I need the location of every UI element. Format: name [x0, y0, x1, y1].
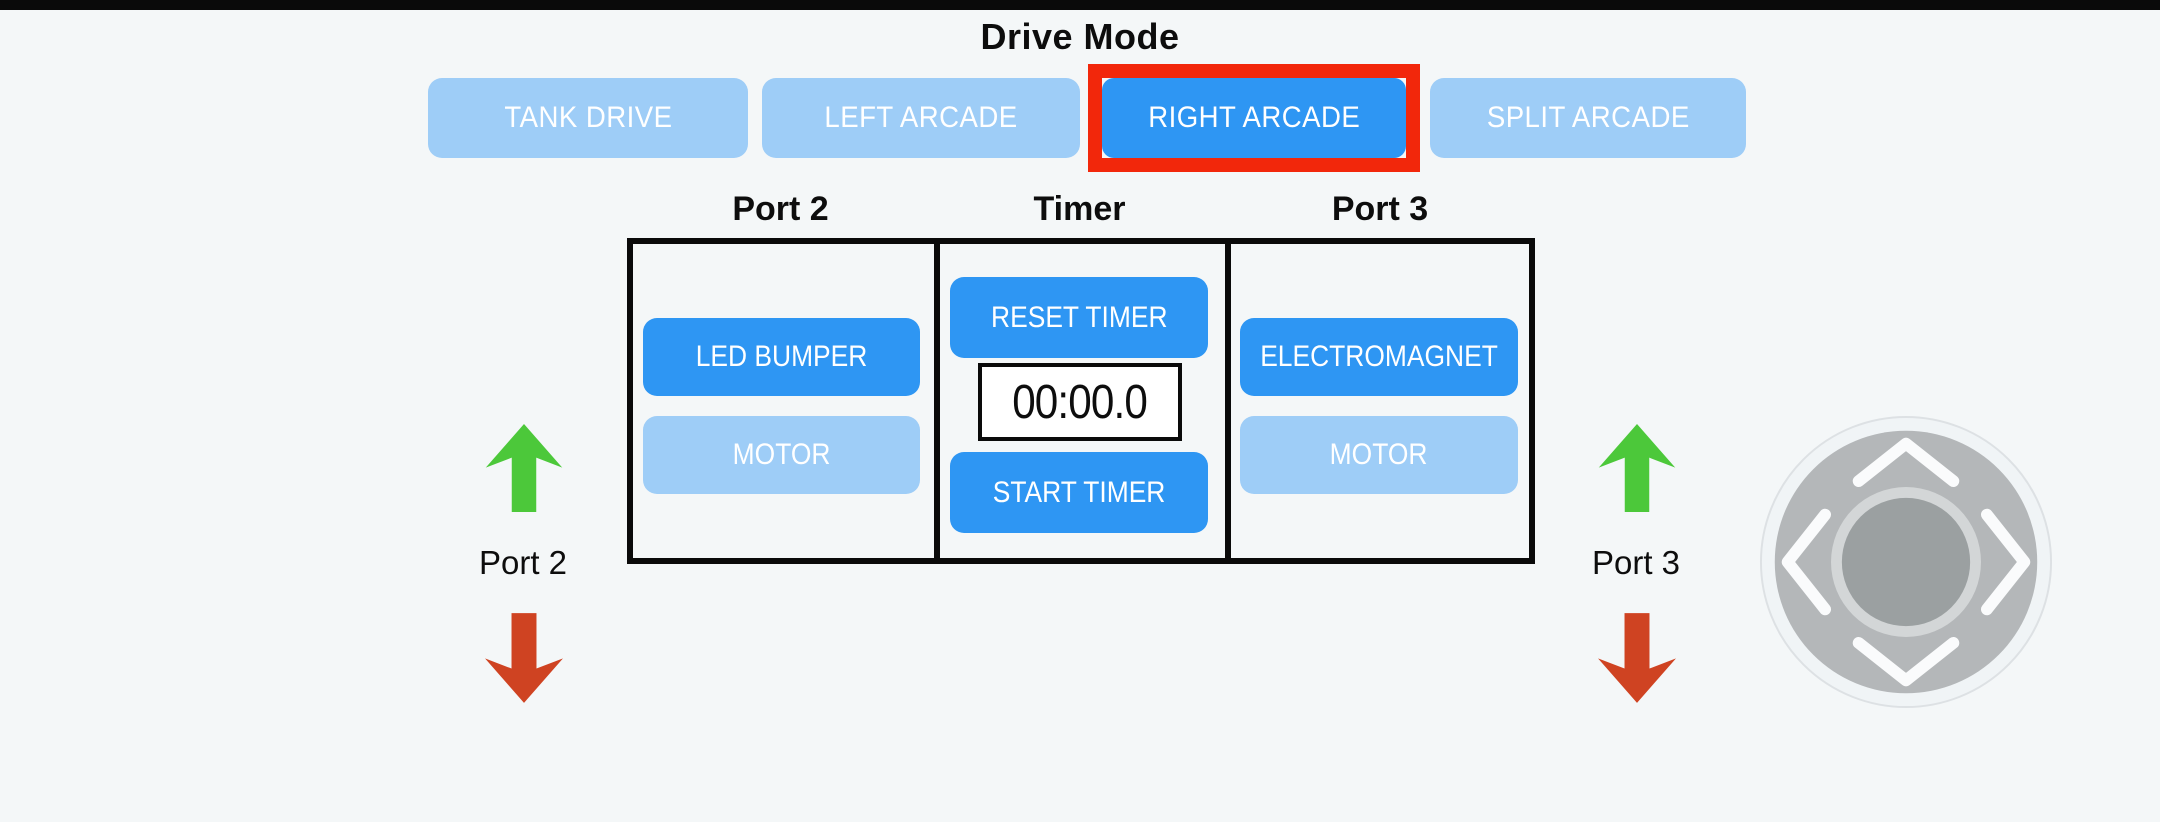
port2-up-arrow-icon[interactable] — [485, 424, 563, 512]
tank-drive-label: TANK DRIVE — [503, 101, 673, 134]
port2-column-header: Port 2 — [732, 190, 829, 228]
port2-motor-button[interactable]: MOTOR — [643, 416, 920, 494]
left-arcade-label: LEFT ARCADE — [824, 101, 1018, 134]
reset-timer-label: RESET TIMER — [990, 300, 1168, 334]
panel-divider — [1225, 244, 1231, 558]
joystick-left-chevron-icon — [1781, 508, 1832, 616]
electromagnet-button[interactable]: ELECTROMAGNET — [1240, 318, 1518, 396]
left-arcade-button[interactable]: LEFT ARCADE — [762, 78, 1080, 158]
right-arcade-label: RIGHT ARCADE — [1147, 101, 1361, 134]
joystick-up-chevron-icon — [1852, 437, 1960, 488]
tank-drive-button[interactable]: TANK DRIVE — [428, 78, 748, 158]
port2-down-arrow-icon[interactable] — [485, 612, 563, 704]
right-arcade-button[interactable]: RIGHT ARCADE — [1102, 78, 1406, 158]
port3-up-arrow-icon[interactable] — [1598, 424, 1676, 512]
port3-side-label: Port 3 — [1591, 544, 1681, 581]
reset-timer-button[interactable]: RESET TIMER — [950, 277, 1208, 358]
split-arcade-button[interactable]: SPLIT ARCADE — [1430, 78, 1746, 158]
electromagnet-label: ELECTROMAGNET — [1260, 340, 1498, 373]
timer-value: 00:00.0 — [1012, 375, 1149, 429]
control-panel: LED BUMPER MOTOR RESET TIMER 00:00.0 STA… — [627, 238, 1535, 564]
port3-motor-button[interactable]: MOTOR — [1240, 416, 1518, 494]
timer-column-header: Timer — [1033, 190, 1126, 228]
split-arcade-label: SPLIT ARCADE — [1486, 101, 1690, 134]
selected-mode-highlight[interactable]: RIGHT ARCADE — [1088, 64, 1420, 172]
joystick-control[interactable] — [1758, 414, 2054, 710]
port2-side-label: Port 2 — [478, 544, 568, 581]
led-bumper-label: LED BUMPER — [695, 340, 868, 373]
timer-display: 00:00.0 — [978, 363, 1182, 441]
start-timer-label: START TIMER — [992, 475, 1166, 509]
panel-divider — [934, 244, 940, 558]
led-bumper-button[interactable]: LED BUMPER — [643, 318, 920, 396]
joystick-knob[interactable] — [1841, 497, 1971, 627]
port3-column-header: Port 3 — [1331, 190, 1429, 228]
port2-motor-label: MOTOR — [732, 438, 831, 471]
start-timer-button[interactable]: START TIMER — [950, 452, 1208, 533]
port3-motor-label: MOTOR — [1330, 438, 1428, 471]
top-black-bar — [0, 0, 2160, 10]
joystick-down-chevron-icon — [1852, 636, 1960, 687]
port3-down-arrow-icon[interactable] — [1598, 612, 1676, 704]
page-title: Drive Mode — [980, 16, 1180, 57]
joystick-right-chevron-icon — [1980, 508, 2031, 616]
